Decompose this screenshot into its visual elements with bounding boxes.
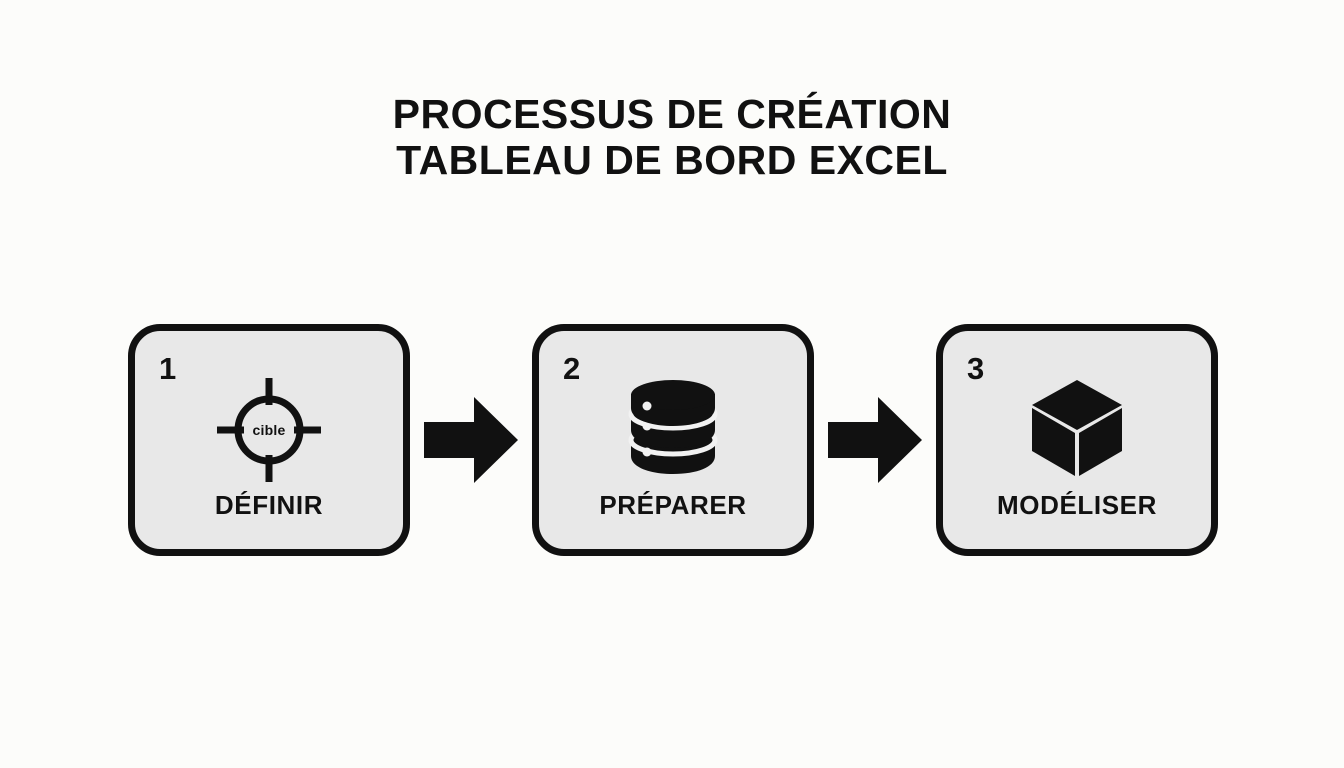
process-flow: 1 cible DÉFINIR 2 (128, 324, 1218, 556)
step-icon-slot-3 (943, 371, 1211, 489)
step-number-3: 3 (967, 351, 985, 386)
step-label-1: DÉFINIR (214, 490, 324, 520)
page-title-line-1: PROCESSUS DE CRÉATION (392, 91, 952, 137)
target-crosshair-icon: cible (217, 378, 321, 482)
target-icon-label: cible (252, 422, 286, 438)
cube-3d-icon (1029, 377, 1125, 484)
step-card-definir[interactable]: 1 cible DÉFINIR (128, 324, 410, 556)
step-card-modeliser[interactable]: 3 MODÉLISER (936, 324, 1218, 556)
step-card-preparer[interactable]: 2 (532, 324, 814, 556)
arrow-right-icon-1 (424, 397, 518, 483)
step-label-2: PRÉPARER (599, 490, 747, 520)
arrow-right-icon-2 (828, 397, 922, 483)
step-label-3: MODÉLISER (997, 490, 1157, 520)
page-title: PROCESSUS DE CRÉATION TABLEAU DE BORD EX… (0, 91, 1344, 184)
step-number-2: 2 (563, 351, 581, 386)
step-icon-slot-2 (539, 371, 807, 489)
step-number-1: 1 (159, 351, 177, 386)
step-icon-slot-1: cible (135, 371, 403, 489)
database-stack-icon (627, 378, 719, 483)
page-title-line-2: TABLEAU DE BORD EXCEL (396, 136, 948, 183)
